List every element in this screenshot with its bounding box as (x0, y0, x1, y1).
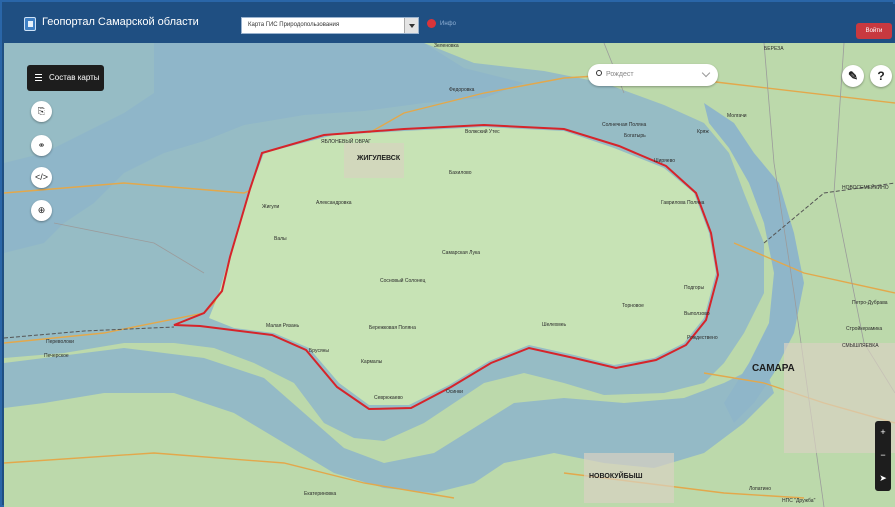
ruler-button[interactable]: ✎ (842, 65, 864, 87)
park-boundary (173, 123, 720, 411)
map-composition-label: Состав карты (49, 73, 100, 82)
water-right (704, 103, 804, 423)
label-fedorovka: Федоровка (449, 87, 475, 93)
novokuybyshevsk-urban (584, 453, 674, 503)
water-upper (4, 43, 524, 253)
code-icon: </> (34, 172, 48, 182)
info-button[interactable]: Инфо (427, 19, 456, 31)
label-smyshlyaevka: СМЫШЛЯЕВКА (842, 343, 879, 349)
label-sevryukaevo: Севрюкаево (374, 395, 403, 401)
label-stroykeramika: Стройкерамика (846, 326, 883, 332)
label-solnechnaya: Солнечная Поляна (602, 122, 647, 128)
label-samara: САМАРА (752, 363, 795, 374)
label-petro-dubrava: Петро-Дубрава (852, 300, 888, 306)
label-nps-druzhba: НПС "Дружба" (782, 498, 816, 504)
search-icon (596, 70, 602, 76)
app-title[interactable]: Геопортал Самарской области (42, 16, 199, 28)
print-icon: ⎘ (37, 106, 46, 116)
label-zhiguli: Жигули (262, 204, 280, 210)
label-vypolzovo: Выползово (684, 311, 710, 317)
map-layer-select-value: Карта ГИС Природопользования (248, 22, 340, 28)
label-pecherskoe: Печерское (44, 353, 69, 359)
login-label: Войти (865, 28, 883, 34)
chevron-down-icon[interactable] (701, 68, 711, 78)
label-perevoloki: Переволоки (46, 339, 74, 345)
label-zelenovka: Зеленовка (434, 43, 459, 49)
label-bereza: БЕРЕЗА (764, 46, 784, 52)
embed-code-button[interactable]: </> (31, 167, 52, 188)
label-bogatyr: Богатырь (624, 133, 646, 139)
help-icon: ? (877, 69, 885, 83)
label-ekaterinovka: Екатериновка (304, 491, 337, 497)
label-yablonevy: ЯБЛОНЕВЫЙ ОВРАГ (321, 139, 372, 145)
label-zhigulevsk: ЖИГУЛЕВСК (357, 155, 401, 162)
label-lopatino: Лопатино (749, 486, 772, 492)
add-icon: ⊕ (37, 205, 46, 215)
locate-button[interactable]: ➤ (875, 467, 891, 490)
railway-east (763, 182, 895, 244)
add-object-button[interactable]: ⊕ (31, 200, 52, 221)
label-gavrilova: Гаврилова Поляна (661, 200, 705, 206)
label-bakhilovo: Бахилово (449, 170, 472, 176)
layers-menu-icon (35, 74, 42, 75)
login-button[interactable]: Войти (856, 23, 892, 39)
help-button[interactable]: ? (870, 65, 892, 87)
label-berezhkovaya: Бережковая Поляна (369, 325, 416, 331)
navigation-arrow-icon: ➤ (879, 473, 887, 483)
label-novokuybyshevsk: НОВОКУЙБЫШ (589, 473, 643, 480)
link-icon: ⚭ (37, 140, 46, 150)
zoom-in-button[interactable]: + (880, 427, 886, 437)
search-box[interactable]: Рождест (588, 64, 718, 86)
map-layer-select[interactable]: Карта ГИС Природопользования (241, 17, 419, 34)
header-bar: Геопортал Самарской области Карта ГИС Пр… (4, 4, 895, 43)
label-osinki: Осинки (446, 389, 463, 395)
label-tornovoe: Торновое (622, 303, 644, 309)
label-novosemeykino: НОВОСЕМЕЙКИНО (842, 185, 889, 191)
label-bryusyany: Брусяны (309, 348, 330, 354)
label-rozhdestveno: Рождествено (687, 335, 718, 341)
ruler-icon: ✎ (847, 69, 859, 83)
label-karmaly: Кармалы (361, 359, 383, 365)
share-link-button[interactable]: ⚭ (31, 135, 52, 156)
label-malaya-ryazan: Малая Рязань (266, 323, 300, 329)
print-button[interactable]: ⎘ (31, 101, 52, 122)
railway (4, 326, 175, 339)
zoom-out-button[interactable]: − (880, 450, 886, 460)
map-composition-button[interactable]: Состав карты (27, 65, 104, 91)
geoportal-logo-icon[interactable] (24, 17, 36, 31)
chevron-down-icon[interactable] (404, 18, 418, 33)
map-layer (4, 43, 895, 507)
map-canvas[interactable]: ЖИГУЛЕВСК ЯБЛОНЕВЫЙ ОВРАГ САМАРА НОВОКУЙ… (4, 43, 895, 507)
info-icon (427, 19, 436, 28)
label-sosnovy: Сосновый Солонец (380, 278, 426, 284)
label-shiryaevo: Ширяево (654, 158, 675, 164)
label-alexandrovka: Александровка (316, 200, 352, 206)
water-lower (4, 348, 774, 493)
label-samarskaya-luka: Самарская Лука (442, 250, 481, 256)
label-molgachi: Молгачи (727, 113, 747, 119)
forest-area (209, 127, 716, 405)
label-valy: Валы (274, 236, 287, 242)
info-label: Инфо (440, 21, 456, 28)
zoom-controls: + − ➤ (875, 421, 891, 491)
label-podgory: Подгоры (684, 285, 705, 291)
label-volzhsky-utes: Волжский Утес (465, 129, 500, 135)
label-shelekhmet: Шелехмеь (542, 322, 567, 328)
zhigulevsk-urban (344, 143, 404, 178)
label-kryazh: Кряж (697, 129, 709, 135)
search-text[interactable]: Рождест (606, 71, 634, 78)
